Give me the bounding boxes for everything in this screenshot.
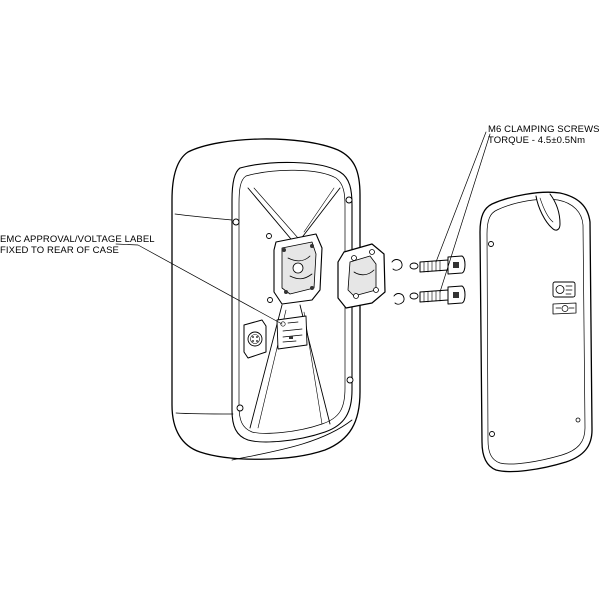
- rear-cover-label: [552, 302, 577, 315]
- screws-callout-line-1: M6 CLAMPING SCREWS: [488, 124, 600, 135]
- emc-label-plate: [276, 315, 308, 350]
- connector-socket: [243, 319, 267, 359]
- screws-leader-line-upper: [435, 131, 487, 263]
- m6-clamping-screws: [419, 255, 466, 305]
- screw-upper: [419, 255, 466, 275]
- emc-leader-line: [115, 243, 283, 325]
- leader-lines: [115, 131, 491, 325]
- screws-leader-line-lower: [439, 133, 491, 293]
- spring-washers: [391, 259, 419, 305]
- screws-callout-line-2: TORQUE - 4.5±0.5Nm: [488, 135, 586, 146]
- clamp-block: [337, 243, 386, 309]
- rim-screws: [232, 196, 354, 412]
- screw-lower: [419, 285, 466, 305]
- emc-label-callout: EMC APPROVAL/VOLTAGE LABEL FIXED TO REAR…: [0, 234, 155, 256]
- mirror-housing: [171, 138, 361, 461]
- rear-cover: [479, 191, 593, 473]
- emc-label-line-2: FIXED TO REAR OF CASE: [0, 245, 119, 256]
- screws-callout: M6 CLAMPING SCREWS TORQUE - 4.5±0.5Nm: [488, 124, 600, 146]
- centre-bracket: [273, 233, 323, 305]
- emc-label-line-1: EMC APPROVAL/VOLTAGE LABEL: [0, 234, 155, 245]
- logo-badge: [552, 281, 576, 298]
